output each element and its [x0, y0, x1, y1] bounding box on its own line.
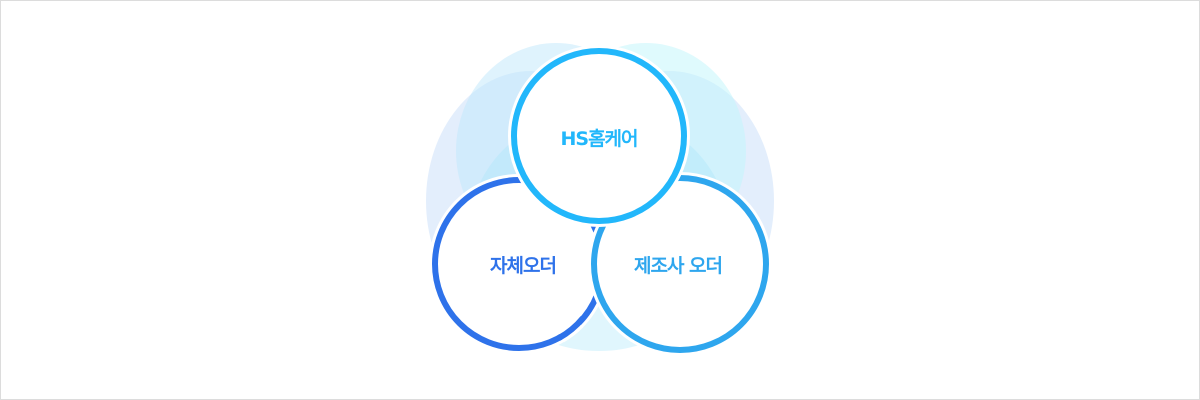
- right-circle-label: 제조사 오더: [634, 255, 722, 277]
- top-circle-label: HS홈케어: [560, 127, 637, 150]
- left-circle-overlap-arc-ring: [557, 316, 586, 341]
- left-circle-label: 자체오더: [490, 255, 556, 277]
- right-circle-ring: [591, 175, 769, 353]
- top-circle-ring: [511, 48, 687, 224]
